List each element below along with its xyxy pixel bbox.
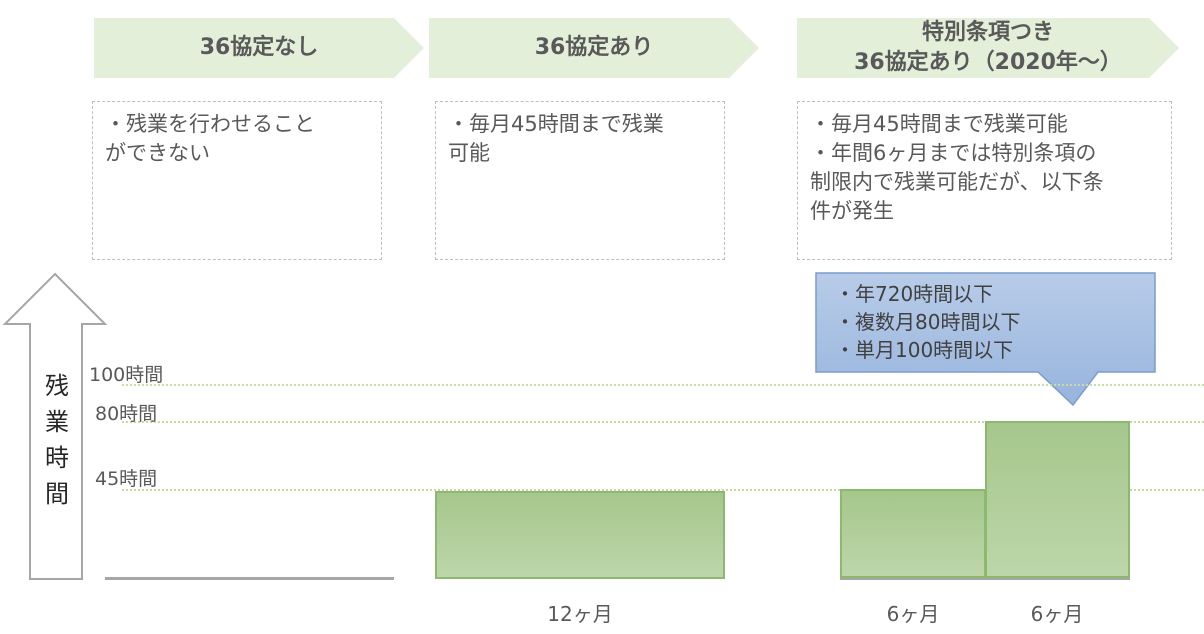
y-axis-title: 残業時間 (45, 372, 69, 508)
gridline-45 (122, 489, 1204, 491)
up-arrow-icon (2, 272, 108, 580)
level-label-45: 45時間 (95, 468, 158, 490)
bar-6-months-80h (985, 421, 1130, 578)
phase-description-with-agreement: ・毎月45時間まで残業 可能 (435, 101, 725, 260)
gridline-80 (122, 421, 1204, 423)
baseline-special-clause (840, 577, 1130, 580)
phase-title: 特別条項つき 36協定あり（2020年～） (854, 20, 1122, 75)
phase-title: 36協定あり (534, 35, 654, 60)
level-label-100: 100時間 (89, 364, 164, 386)
phase-description-special-clause: ・毎月45時間まで残業可能 ・年間6ヶ月までは特別条項の 制限内で残業可能だが、… (797, 101, 1172, 260)
phase-header-with-agreement: 36協定あり (429, 18, 759, 78)
x-label-6-months-b: 6ヶ月 (1030, 602, 1084, 626)
x-label-6-months-a: 6ヶ月 (886, 602, 940, 626)
callout-text: ・年720時間以下 ・複数月80時間以下 ・単月100時間以下 (835, 282, 1021, 362)
baseline-no-agreement (105, 577, 394, 580)
level-label-80: 80時間 (95, 403, 158, 425)
conditions-callout: ・年720時間以下 ・複数月80時間以下 ・単月100時間以下 (815, 272, 1157, 408)
bar-6-months-45h (840, 489, 986, 578)
phase-header-special-clause: 特別条項つき 36協定あり（2020年～） (797, 18, 1179, 78)
gridline-100 (122, 384, 1204, 386)
phase-title: 36協定なし (199, 35, 319, 60)
callout-shape (815, 272, 1156, 407)
x-label-12-months: 12ヶ月 (547, 602, 613, 626)
phase-header-no-agreement: 36協定なし (94, 18, 424, 78)
phase-description-no-agreement: ・残業を行わせること ができない (92, 101, 382, 260)
bar-12-months-45h (435, 491, 725, 579)
